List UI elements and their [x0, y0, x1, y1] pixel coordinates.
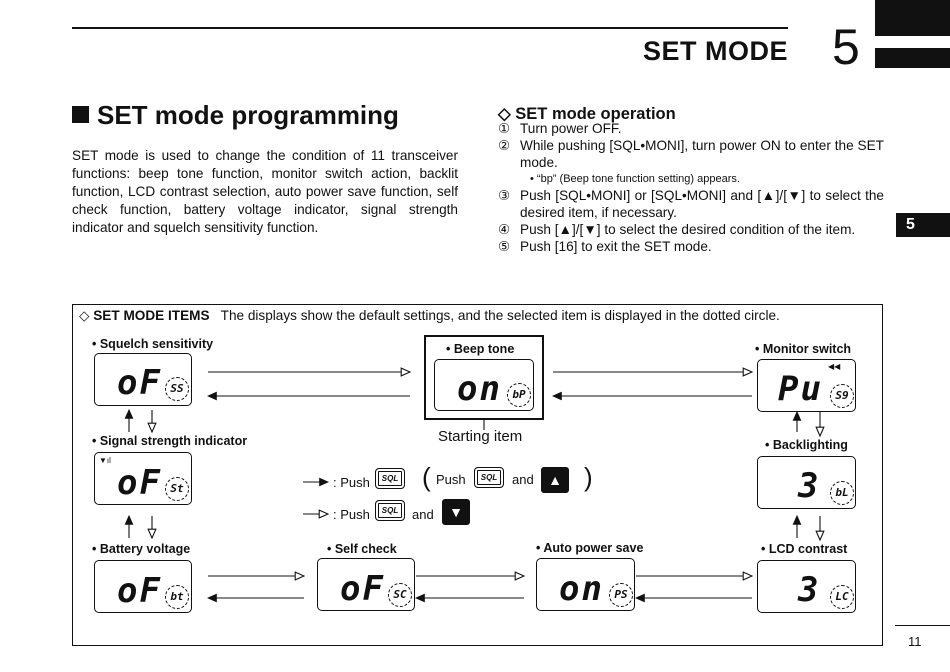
legend-push-inner: Push: [436, 472, 466, 487]
down-arrow-button-icon: ▼: [442, 499, 470, 525]
lcd-item-code: SC: [388, 583, 412, 607]
label-beep-tone: • Beep tone: [446, 342, 515, 356]
lcd-lcd-contrast: 3 LC: [757, 560, 856, 613]
lcd-main-value: Pu: [778, 369, 823, 409]
chapter-title: SET MODE: [642, 36, 788, 66]
legend-push-label: : Push: [333, 475, 370, 490]
lcd-item-code: St: [165, 477, 189, 501]
lcd-monitor-switch: ◀◀ Pu S9: [757, 359, 856, 412]
label-squelch-sensitivity: • Squelch sensitivity: [92, 337, 214, 351]
signal-bars-icon: ▼ıl: [99, 456, 111, 465]
legend-close-paren: ): [584, 462, 593, 492]
lcd-beep-tone: on bP: [434, 359, 534, 411]
label-lcd-contrast: • LCD contrast: [761, 542, 848, 556]
lcd-main-value: 3: [798, 466, 821, 506]
step-note: • “bp” (Beep tone function setting) appe…: [530, 173, 740, 185]
label-monitor-switch: • Monitor switch: [755, 342, 852, 356]
lcd-battery-voltage: oF bt: [94, 560, 192, 613]
lcd-item-code: bP: [507, 383, 531, 407]
lcd-signal-strength: ▼ıl oF St: [94, 452, 192, 505]
speaker-icon: ◀◀: [828, 362, 841, 371]
lcd-item-code: LC: [830, 585, 854, 609]
operation-title: ◇ SET mode operation: [498, 105, 676, 123]
label-backlighting: • Backlighting: [765, 438, 848, 452]
lcd-item-code: bt: [165, 585, 189, 609]
chapter-number: 5: [832, 19, 860, 75]
chapter-tab-bar-top: [875, 0, 950, 36]
label-signal-strength: • Signal strength indicator: [92, 434, 248, 448]
lcd-main-value: 3: [798, 570, 821, 610]
lcd-main-value: oF: [117, 571, 162, 611]
items-heading: ◇ SET MODE ITEMS The displays show the d…: [79, 308, 780, 323]
lcd-item-code: PS: [609, 583, 633, 607]
lcd-item-code: bL: [830, 481, 854, 505]
legend-and: and: [512, 472, 534, 487]
starting-item-label: Starting item: [438, 428, 523, 445]
lcd-main-value: oF: [117, 463, 162, 503]
square-bullet-icon: [72, 106, 89, 123]
lcd-main-value: oF: [117, 363, 162, 403]
lcd-self-check: oF SC: [317, 558, 415, 611]
sql-moni-button-icon: SQL: [474, 467, 504, 488]
legend-push-label-2: : Push: [333, 507, 370, 522]
page-number-rule: [895, 625, 950, 626]
lcd-backlighting: 3 bL: [757, 456, 856, 509]
up-arrow-button-icon: ▲: [541, 467, 569, 493]
lcd-main-value: on: [559, 569, 604, 609]
chapter-tab-bar-bottom: [875, 48, 950, 68]
legend-and-2: and: [412, 507, 434, 522]
lcd-item-code: SS: [165, 377, 189, 401]
section-title: SET mode programming: [72, 100, 399, 131]
sql-moni-button-icon: SQL: [375, 500, 405, 521]
lcd-item-code: S9: [830, 384, 854, 408]
label-battery-voltage: • Battery voltage: [92, 542, 191, 556]
starting-item-frame: [424, 335, 544, 420]
diamond-icon: ◇: [79, 308, 94, 323]
diamond-icon: ◇: [498, 105, 516, 123]
sql-moni-button-icon: SQL: [375, 468, 405, 489]
lcd-squelch-sensitivity: oF SS: [94, 353, 192, 406]
lcd-main-value: on: [457, 369, 502, 409]
page-number: 11: [908, 634, 922, 649]
label-auto-power-save: • Auto power save: [536, 541, 644, 555]
set-mode-items-panel: [72, 304, 883, 646]
lcd-auto-power-save: on PS: [536, 558, 635, 611]
legend-open-paren: (: [422, 462, 431, 492]
intro-paragraph: SET mode is used to change the condition…: [72, 148, 458, 235]
label-self-check: • Self check: [327, 542, 397, 556]
header-rule: [72, 27, 788, 29]
side-chapter-tab: 5: [896, 213, 950, 237]
lcd-main-value: oF: [340, 569, 385, 609]
